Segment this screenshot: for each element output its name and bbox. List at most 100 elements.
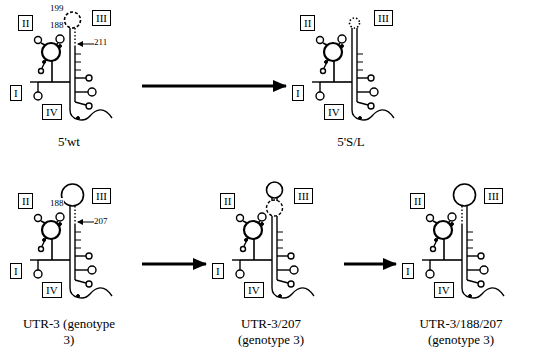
nucleotide-position: 211: [94, 37, 107, 47]
domain-numeral: III: [378, 12, 389, 24]
rna-strand: [42, 60, 46, 68]
domain-box: IV: [42, 282, 62, 298]
rna-loop: [434, 221, 452, 239]
rna-strand: [357, 62, 363, 63]
rna-strand: [323, 43, 327, 45]
transition-arrow: [142, 263, 206, 266]
rna-loop: [59, 45, 62, 48]
rna-loop: [34, 270, 42, 278]
domain-box: IV: [42, 104, 62, 120]
domain-numeral: IV: [328, 106, 340, 118]
domain-numeral: III: [298, 190, 309, 202]
rna-strand: [443, 239, 445, 260]
rna-strand: [356, 28, 357, 102]
rna-strand: [357, 91, 370, 92]
domain-box: I: [292, 85, 304, 101]
rna-strand: [467, 255, 478, 256]
rna-strand: [38, 81, 70, 83]
rna-strand: [75, 240, 81, 241]
rna-strand: [422, 259, 430, 260]
rna-loop: [279, 295, 282, 298]
rna-strand: [232, 259, 240, 260]
domain-box: II: [410, 193, 425, 209]
domain-box: I: [212, 263, 224, 279]
rna-strand: [433, 221, 437, 223]
nucleotide-position: 207: [94, 216, 108, 226]
domain-numeral: I: [406, 265, 410, 277]
rna-strand: [75, 280, 86, 283]
rna-loop: [338, 35, 346, 43]
rna-strand: [333, 61, 335, 82]
rna-loop: [86, 253, 92, 259]
rna-strand: [357, 102, 368, 105]
rna-loop: [431, 247, 436, 252]
domain-box: III: [374, 10, 393, 26]
rna-strand: [75, 77, 86, 78]
structure-caption: 5'wt: [21, 134, 117, 150]
rna-loop: [267, 200, 283, 216]
rna-strand: [51, 61, 53, 82]
domain-box: I: [10, 263, 22, 279]
rna-loop: [35, 37, 42, 44]
transition-arrow: [344, 263, 396, 266]
rna-tail: [272, 288, 314, 298]
domain-box: III: [92, 188, 111, 204]
structure-panel: 5'S/LIIIIIIIV: [290, 2, 420, 154]
domain-numeral: II: [22, 17, 29, 29]
rna-strand: [243, 221, 247, 223]
rna-strand: [324, 60, 328, 68]
nucleotide-position: 188: [50, 20, 64, 30]
domain-box: II: [18, 193, 33, 209]
rna-loop: [77, 295, 80, 298]
rna-loop: [448, 213, 456, 221]
rna-strand: [461, 224, 462, 288]
rna-strand: [357, 77, 368, 78]
rna-strand: [75, 91, 88, 92]
domain-numeral: IV: [248, 284, 260, 296]
rna-loop: [426, 270, 434, 278]
rna-loop: [88, 266, 96, 274]
rna-loop: [258, 213, 266, 221]
rna-strand: [30, 81, 38, 82]
rna-loop: [59, 223, 62, 226]
domain-box: II: [220, 193, 235, 209]
domain-numeral: IV: [46, 106, 58, 118]
rna-strand: [467, 280, 478, 283]
rna-strand: [75, 248, 81, 249]
domain-box: IV: [324, 104, 344, 120]
rna-loop: [62, 184, 84, 206]
rna-strand: [74, 206, 75, 224]
rna-strand: [37, 260, 38, 270]
domain-box: II: [300, 15, 315, 31]
rna-loop: [324, 43, 342, 61]
nucleotide-position: 199: [50, 3, 64, 13]
domain-box: I: [10, 85, 22, 101]
rna-strand: [56, 221, 58, 223]
rna-strand: [277, 280, 288, 283]
rna-loop: [65, 12, 81, 28]
rna-strand: [277, 255, 288, 256]
rna-strand: [258, 221, 260, 223]
rna-strand: [75, 70, 81, 71]
structure-panel: UTR-3 (genotype 3)IIIIIIIV: [8, 180, 138, 352]
rna-strand: [357, 54, 363, 55]
rna-loop: [341, 45, 344, 48]
rna-strand: [357, 70, 363, 71]
structure-caption: UTR-3 (genotype 3): [21, 316, 117, 348]
rna-loop: [368, 103, 374, 109]
rna-strand: [429, 260, 430, 270]
rna-strand: [461, 206, 462, 224]
rna-loop: [56, 35, 64, 43]
domain-box: III: [92, 10, 111, 26]
rna-strand: [75, 54, 81, 55]
rna-strand: [466, 206, 467, 280]
rna-loop: [42, 43, 60, 61]
rna-strand: [240, 259, 272, 261]
rna-loop: [86, 75, 92, 81]
rna-strand: [38, 259, 70, 261]
domain-numeral: I: [296, 87, 300, 99]
domain-numeral: III: [96, 190, 107, 202]
rna-loop: [241, 247, 246, 252]
rna-loop: [56, 213, 64, 221]
domain-box: II: [18, 15, 33, 31]
